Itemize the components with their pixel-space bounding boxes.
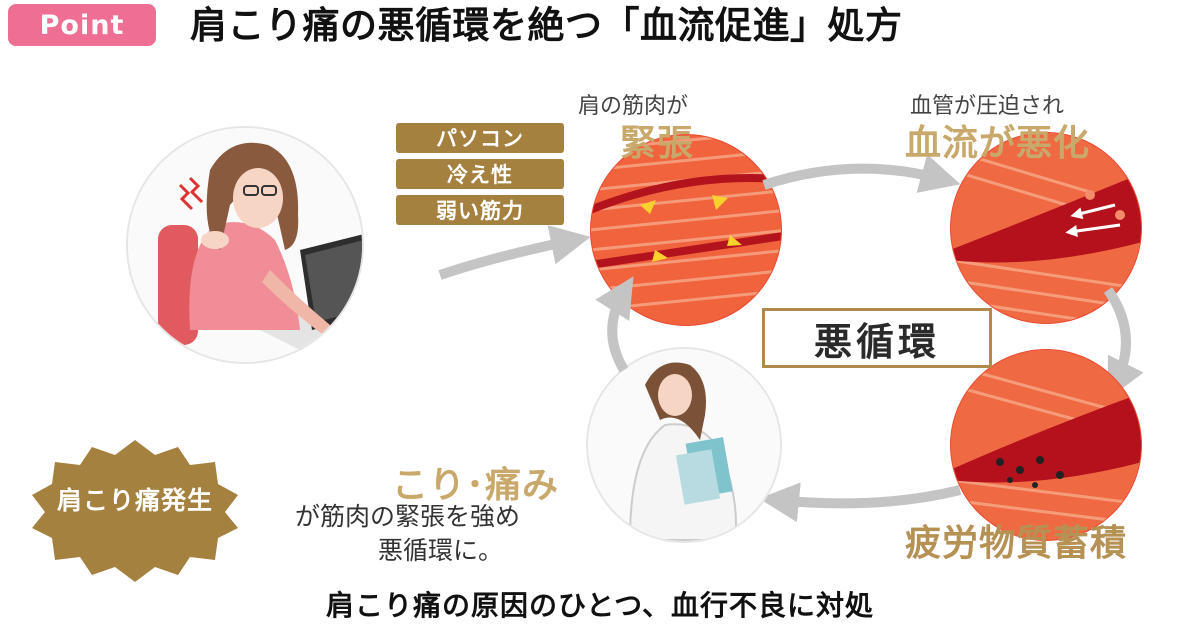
vicious-cycle-label: 悪循環 <box>762 308 992 368</box>
arrow-pain-to-tension <box>595 276 634 373</box>
page-title: 肩こり痛の悪循環を絶つ「血流促進」処方 <box>190 4 903 47</box>
arrow-bloodflow-to-fatigue <box>1103 287 1144 400</box>
step4-desc-line1: が筋肉の緊張を強め <box>295 502 521 531</box>
step2-caption-small: 血管が圧迫され <box>910 94 1065 119</box>
step4-caption-big: こり･痛み <box>392 465 560 506</box>
step3-caption: 疲労物質蓄積 <box>905 523 1128 564</box>
cause-tag-weak-muscle: 弱い筋力 <box>396 195 564 225</box>
step4-desc-line2: 悪循環に。 <box>378 536 504 565</box>
step1-caption-big: 緊張 <box>620 123 695 164</box>
woman-at-computer-illustration <box>126 126 364 364</box>
arrow-tension-to-bloodflow <box>762 154 961 193</box>
step2-caption-big: 血流が悪化 <box>905 123 1091 164</box>
arrow-to-tension <box>438 225 591 280</box>
woman-with-pain-illustration <box>586 347 782 543</box>
fatigue-buildup-illustration <box>950 349 1142 541</box>
step1-caption-small: 肩の筋肉が <box>578 94 689 119</box>
cause-tag-computer: パソコン <box>396 123 564 153</box>
onset-starburst <box>32 440 238 582</box>
arrow-fatigue-to-pain <box>759 482 962 523</box>
onset-badge-text: 肩こり痛発生 <box>56 486 213 515</box>
footer-caption: 肩こり痛の原因のひとつ、血行不良に対処 <box>326 589 874 622</box>
point-badge: Point <box>8 4 156 46</box>
cause-tag-cold: 冷え性 <box>396 159 564 189</box>
